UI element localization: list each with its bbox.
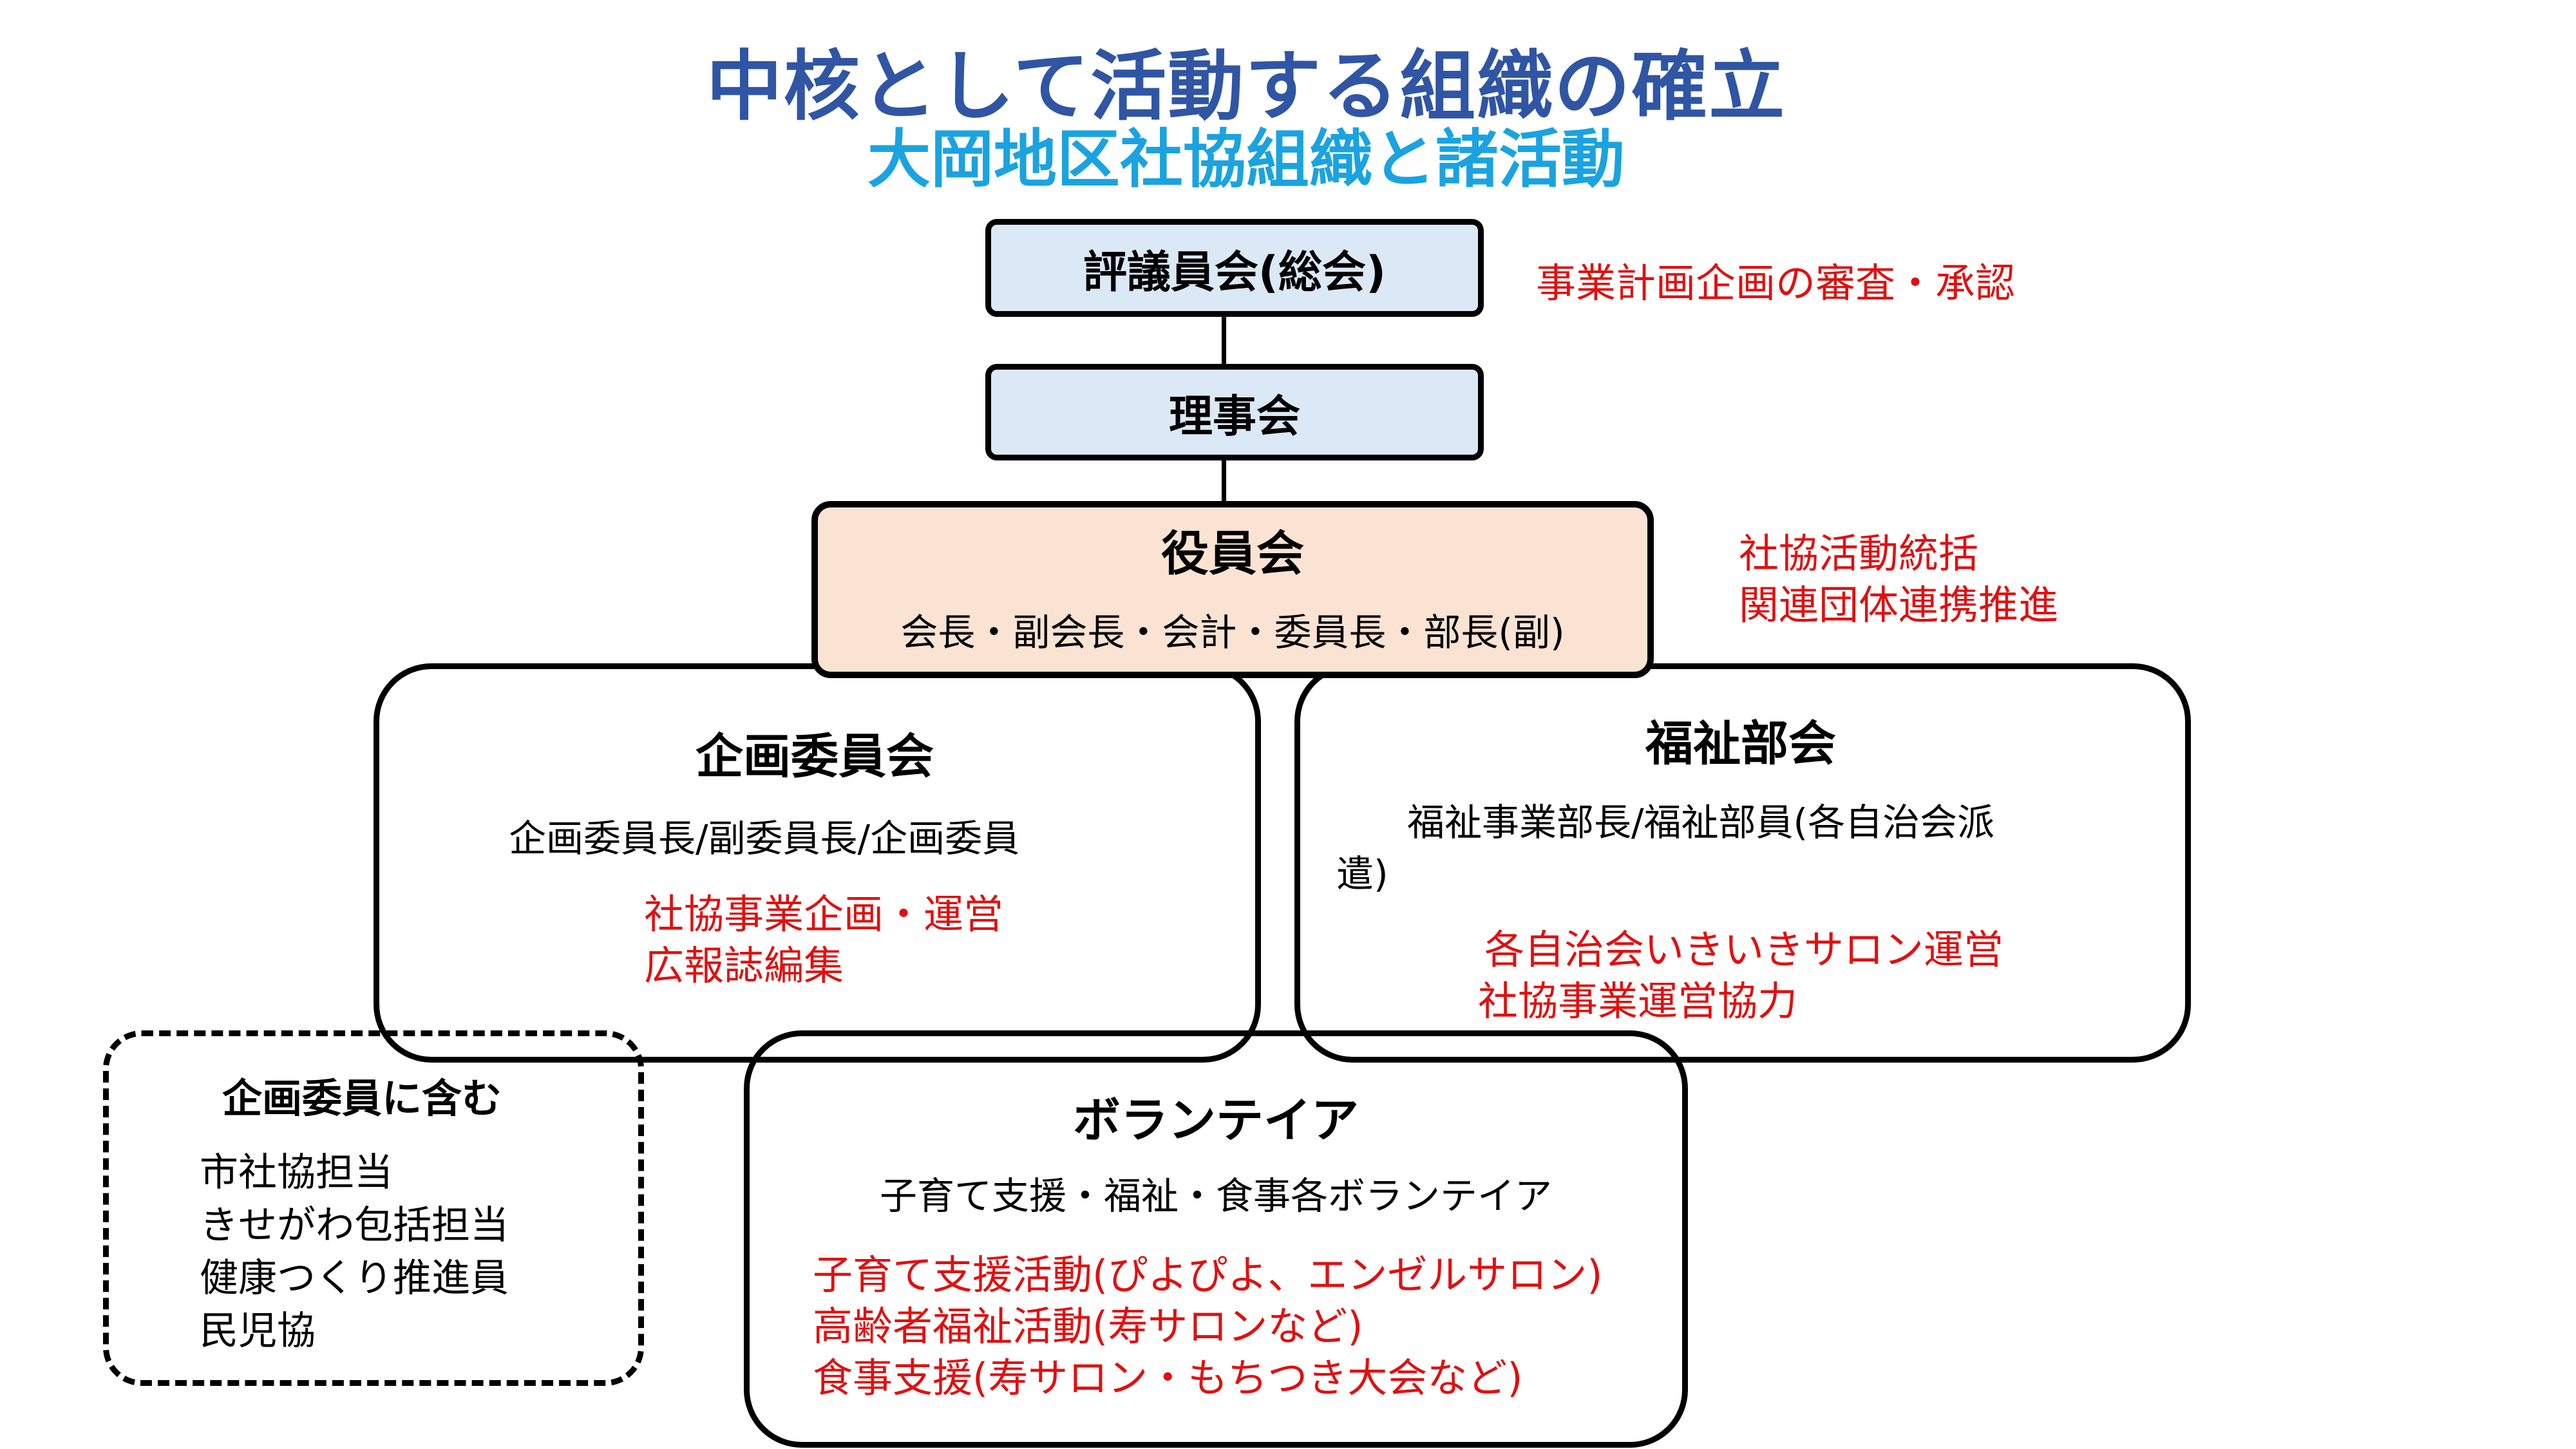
officers-box (811, 501, 1654, 678)
connector-board-officers (1222, 459, 1226, 504)
welfare-division-box (1294, 663, 2191, 1063)
page-subtitle: 大岡地区社協組織と諸活動 (867, 123, 1625, 196)
planning-committee-label: 企画委員会 (696, 729, 934, 784)
general-assembly-note: 事業計画企画の審査・承認 (1536, 260, 2016, 307)
included-item-4: 民児協 (200, 1309, 316, 1354)
welfare-activity-1: 各自治会いきいきサロン運営 (1484, 926, 2004, 973)
included-in-planning-label: 企画委員に含む (222, 1075, 502, 1122)
welfare-activity-2: 社協事業運営協力 (1478, 978, 1798, 1025)
included-item-1: 市社協担当 (200, 1150, 393, 1195)
volunteers-activity-2: 高齢者福祉活動(寿サロンなど) (813, 1303, 1363, 1350)
volunteers-box (744, 1030, 1688, 1448)
board-box: 理事会 (985, 364, 1484, 460)
officers-note-1: 社協活動統括 (1739, 530, 1979, 577)
welfare-members-line1: 福祉事業部長/福祉部員(各自治会派 (1407, 800, 1995, 844)
officers-members: 会長・副会長・会計・委員長・部長(副) (900, 611, 1565, 654)
officers-label: 役員会 (1161, 526, 1304, 582)
planning-activity-2: 広報誌編集 (644, 942, 844, 989)
volunteers-label: ボランテイア (1073, 1093, 1359, 1148)
included-item-2: きせがわ包括担当 (200, 1203, 509, 1248)
connector-assembly-board (1222, 316, 1226, 367)
planning-committee-members: 企画委員長/副委員長/企画委員 (509, 817, 1020, 860)
general-assembly-box: 評議員会(総会) (985, 219, 1484, 317)
general-assembly-label: 評議員会(総会) (1083, 247, 1387, 298)
welfare-division-label: 福祉部会 (1645, 716, 1836, 772)
included-item-3: 健康つくり推進員 (200, 1256, 509, 1301)
volunteers-activity-1: 子育て支援活動(ぴよぴよ、エンゼルサロン) (813, 1251, 1603, 1298)
board-label: 理事会 (1168, 391, 1300, 442)
volunteers-activity-3: 食事支援(寿サロン・もちつき大会など) (813, 1354, 1523, 1401)
page-title: 中核として活動する組織の確立 (706, 42, 1786, 131)
volunteers-members: 子育て支援・福祉・食事各ボランテイア (879, 1174, 1552, 1218)
included-in-planning-box (103, 1030, 644, 1386)
officers-note-2: 関連団体連携推進 (1739, 582, 2059, 629)
welfare-members-line2: 遣) (1336, 852, 1388, 896)
planning-activity-1: 社協事業企画・運営 (644, 891, 1004, 938)
